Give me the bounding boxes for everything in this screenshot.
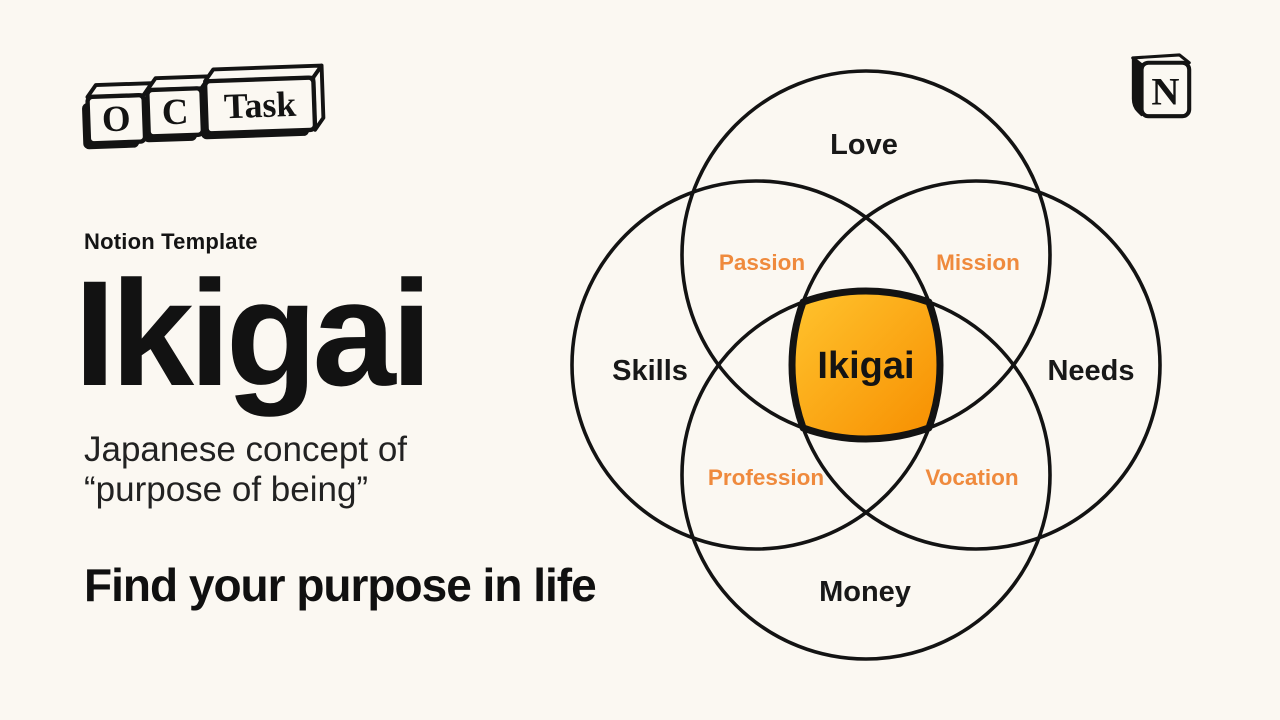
notion-logo-letter: N	[1151, 71, 1179, 114]
venn-center-shape	[788, 287, 944, 443]
tagline: Find your purpose in life	[84, 559, 597, 611]
octask-block-letter-o: O	[101, 97, 131, 139]
circle-label-needs: Needs	[1047, 355, 1134, 387]
octask-block-letter-c: C	[161, 91, 189, 133]
center-label-ikigai: Ikigai	[817, 345, 914, 387]
subtitle-line2: “purpose of being”	[84, 470, 369, 509]
subtitle: Japanese concept of “purpose of being”	[84, 430, 407, 510]
subtitle-line1: Japanese concept of	[84, 430, 408, 469]
octask-block-word-task: Task	[223, 84, 297, 127]
circle-label-skills: Skills	[612, 355, 688, 387]
kicker-label: Notion Template	[84, 229, 258, 254]
intersection-label-mission: Mission	[936, 250, 1020, 275]
intersection-label-vocation: Vocation	[925, 465, 1018, 490]
circle-label-love: Love	[830, 129, 898, 161]
notion-logo-icon: N	[1131, 53, 1192, 119]
octask-blocks-logo-icon: O C Task	[82, 63, 326, 150]
ikigai-venn-diagram: Love Skills Needs Money Passion Mission …	[570, 69, 1162, 661]
intersection-label-passion: Passion	[719, 250, 805, 275]
page-title: Ikigai	[74, 249, 432, 417]
intersection-label-profession: Profession	[708, 465, 824, 490]
circle-label-money: Money	[819, 576, 911, 608]
